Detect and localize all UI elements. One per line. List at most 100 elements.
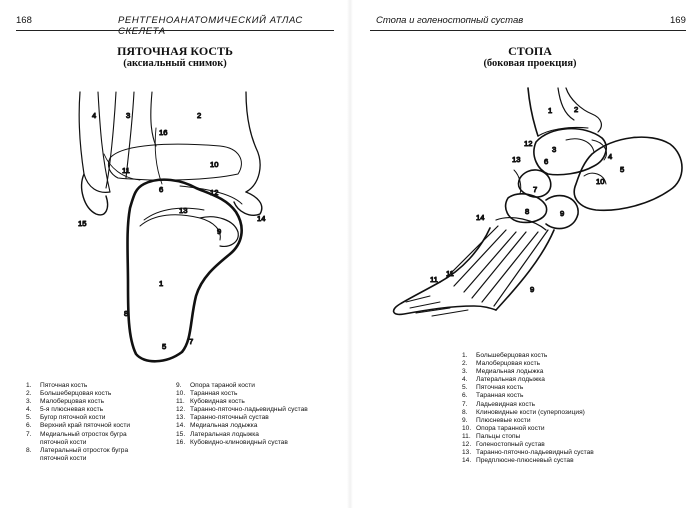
talus-outline xyxy=(533,127,607,176)
legend-item: 1.Большеберцовая кость xyxy=(462,352,548,359)
running-head-right: Стопа и голеностопный сустав xyxy=(376,15,524,26)
tibia-outline-left xyxy=(150,91,157,147)
legend-right: 1.Большеберцовая кость 2.Малоберцовая ко… xyxy=(462,352,594,465)
figure-label: 7 xyxy=(189,337,193,346)
legend-item: 8.Клиновидные кости (суперпозиция) xyxy=(462,408,585,416)
figure-label: 12 xyxy=(210,188,218,197)
tarsometatarsal-joint xyxy=(495,217,547,231)
figure-label: 2 xyxy=(574,105,578,114)
medial-malleolus-outline xyxy=(233,191,263,216)
figure-title-right: СТОПА xyxy=(508,44,552,58)
header-rule-right xyxy=(370,30,686,31)
figure-subtitle-right: (боковая проекция) xyxy=(483,58,577,69)
figure-label: 5 xyxy=(620,165,624,174)
metatarsal-outline-lower xyxy=(495,229,555,311)
page-number-left: 168 xyxy=(16,15,32,26)
figure-label: 12 xyxy=(524,139,532,148)
metatarsal-lines xyxy=(445,225,549,307)
legend-item: 5.Бугор пяточной кости xyxy=(26,414,106,422)
sustentaculum-outline xyxy=(583,172,607,185)
phalanx-lines xyxy=(405,295,469,317)
figure-label: 15 xyxy=(78,219,86,228)
legend-item: 13.Таранно-пяточно-ладьевидный сустав xyxy=(462,449,594,457)
running-head-left: РЕНТГЕНОАНАТОМИЧЕСКИЙ АТЛАС СКЕЛЕТА xyxy=(118,15,303,37)
figure-title-left: ПЯТОЧНАЯ КОСТЬ xyxy=(117,44,233,58)
lateral-malleolus-outline xyxy=(80,173,109,216)
legend-item: 15.Латеральная лодыжка xyxy=(176,430,259,438)
legend-item: 14.Медиальная лодыжка xyxy=(176,422,258,430)
figure-label: 6 xyxy=(159,185,163,194)
figure-label: 5 xyxy=(162,342,166,351)
legend-item: 9.Плюсневые кости xyxy=(462,416,531,424)
toes-outline xyxy=(392,281,497,316)
legend-item: 11.Кубовидная кость xyxy=(176,398,245,406)
legend-item: 2.Малоберцовая кость xyxy=(462,360,541,368)
fibula-outline xyxy=(565,87,602,133)
cuboid-outline xyxy=(545,194,579,230)
ankle-joint-line xyxy=(537,126,589,137)
subtalar-joint xyxy=(139,214,221,241)
legend-item: 14.Предплюсне-плюсневый сустав xyxy=(462,457,574,465)
foot-lateral-drawing: 1 2 3 4 5 6 7 8 9 10 11 12 13 14 9 11 xyxy=(392,87,683,317)
legend-left-col2: 9.Опора тараной кости 10.Таранная кость … xyxy=(176,382,308,447)
figure-subtitle-left: (аксиальный снимок) xyxy=(123,58,227,69)
figure-label: 7 xyxy=(533,185,537,194)
legend-item: 5.Пяточная кость xyxy=(462,384,524,392)
calcaneus-axial-drawing: 1 2 3 4 5 6 7 8 9 10 11 12 13 14 15 16 xyxy=(78,91,266,363)
figure-label: 9 xyxy=(530,285,534,294)
medial-malleolus-outline xyxy=(565,138,595,153)
figure-label: 11 xyxy=(122,166,130,175)
figure-label: 13 xyxy=(512,155,520,164)
figure-label: 13 xyxy=(179,206,187,215)
legend-item: 11.Пальцы стопы xyxy=(462,432,521,440)
figure-label: 8 xyxy=(525,207,529,216)
legend-item: 12.Таранно-пяточно-ладьевидный сустав xyxy=(176,406,308,414)
legend-item: 16.Кубовидно-клиновидный сустав xyxy=(176,438,288,446)
cuneiforms-outline xyxy=(504,193,548,224)
figure-label: 4 xyxy=(92,111,96,120)
figure-label: 11 xyxy=(446,269,454,278)
fibula-outline xyxy=(105,91,117,189)
legend-item: 8.Латеральный отросток бугра пяточной ко… xyxy=(26,446,129,462)
metatarsal-outline xyxy=(78,91,111,193)
figure-label: 1 xyxy=(548,106,552,115)
legend-item: 9.Опора тараной кости xyxy=(176,382,255,389)
talus-outline xyxy=(107,143,242,181)
figure-label: 14 xyxy=(257,214,265,223)
right-page: Стопа и голеностопный сустав 169 СТОПА (… xyxy=(350,0,700,508)
calcaneus-outline xyxy=(126,178,243,363)
legend-item: 12.Голеностопный сустав xyxy=(462,441,545,449)
lateral-malleolus-outline xyxy=(591,139,607,161)
legend-item: 6.Таранная кость xyxy=(462,392,524,400)
legend-item: 4.Латеральная лодыжка xyxy=(462,376,545,384)
figure-label: 6 xyxy=(544,157,548,166)
figure-label: 3 xyxy=(126,111,130,120)
legend-left-col1: 1.Пяточная кость 2.Большеберцовая кость … xyxy=(26,382,130,463)
legend-item: 6.Верхний край пяточной кости xyxy=(26,422,131,430)
legend-item: 10.Опора таранной кости xyxy=(462,424,545,432)
figure-label: 11 xyxy=(430,275,438,284)
figure-label: 9 xyxy=(217,227,221,236)
book-gutter xyxy=(347,0,353,508)
figure-label: 10 xyxy=(596,177,604,186)
tibia-outline-inner xyxy=(557,87,575,121)
calcaneus-axial-figure: 1 2 3 4 5 6 7 8 9 10 11 12 13 14 15 16 xyxy=(70,88,300,368)
calcaneus-outline xyxy=(573,136,683,212)
legend-item: 10.Таранная кость xyxy=(176,390,238,398)
figure-label: 10 xyxy=(210,160,218,169)
legend-item: 7.Ладьевидная кость xyxy=(462,400,536,408)
navicular-outline xyxy=(517,169,552,198)
fibula-outline-inner xyxy=(125,91,135,179)
page-number-right: 169 xyxy=(670,15,686,26)
legend-item: 7.Медиальный отросток бугра пяточной кос… xyxy=(26,430,127,446)
cuboid-outline xyxy=(103,153,141,181)
legend-item: 13.Таранно-пяточный сустав xyxy=(176,414,269,422)
metatarsal-outline-upper xyxy=(439,227,491,283)
talocalcaneonavicular-joint xyxy=(179,185,243,205)
legend-item: 3.Малоберцовая кость xyxy=(26,398,105,406)
header-rule-left xyxy=(16,30,334,31)
foot-lateral-figure: 1 2 3 4 5 6 7 8 9 10 11 12 13 14 9 11 xyxy=(370,80,700,342)
legend-item: 3.Медиальная лодыжка xyxy=(462,368,544,376)
legend-item: 2.Большеберцовая кость xyxy=(26,390,112,398)
talocalcaneonavicular-joint xyxy=(513,169,522,195)
